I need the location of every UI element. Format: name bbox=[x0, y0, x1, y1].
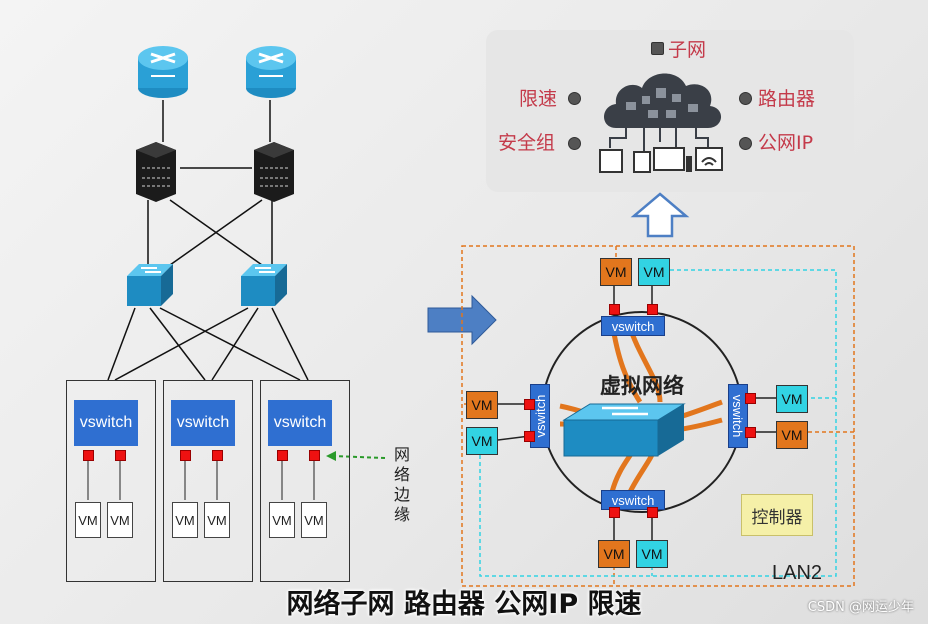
server-vswitch: vswitch bbox=[171, 400, 235, 446]
vm-node: VM bbox=[172, 502, 198, 538]
server-vswitch: vswitch bbox=[74, 400, 138, 446]
server-box bbox=[260, 380, 350, 582]
port bbox=[309, 450, 320, 461]
access-switch-icon bbox=[127, 264, 173, 306]
lan-label: LAN2 bbox=[772, 562, 823, 584]
security-group-icon bbox=[568, 137, 581, 150]
public-ip-label: 公网IP bbox=[758, 132, 814, 154]
access-switch-icon bbox=[241, 264, 287, 306]
vswitch-top: vswitch bbox=[601, 316, 665, 336]
vm-node: VM bbox=[776, 385, 808, 413]
security-group-label: 安全组 bbox=[498, 132, 556, 154]
vm-node: VM bbox=[466, 427, 498, 455]
router-icon bbox=[246, 46, 296, 98]
virtual-network-title: 虚拟网络 bbox=[600, 374, 684, 398]
port bbox=[212, 450, 223, 461]
router-icon bbox=[138, 46, 188, 98]
vm-node: VM bbox=[636, 540, 668, 568]
vswitch-bottom: vswitch bbox=[601, 490, 665, 510]
port bbox=[609, 507, 620, 518]
vm-node: VM bbox=[301, 502, 327, 538]
router-service-icon bbox=[739, 92, 752, 105]
port bbox=[277, 450, 288, 461]
vm-node: VM bbox=[75, 502, 101, 538]
port bbox=[180, 450, 191, 461]
port bbox=[524, 399, 535, 410]
watermark: CSDN @网运少年 bbox=[807, 600, 914, 615]
port bbox=[609, 304, 620, 315]
port bbox=[115, 450, 126, 461]
subnet-icon bbox=[651, 42, 664, 55]
vm-node: VM bbox=[107, 502, 133, 538]
controller-box: 控制器 bbox=[741, 494, 813, 536]
vm-node: VM bbox=[600, 258, 632, 286]
network-edge-label: 网络边缘 bbox=[391, 446, 410, 526]
port bbox=[745, 393, 756, 404]
cloud-icon bbox=[599, 73, 723, 173]
virtual-switch-icon bbox=[562, 403, 686, 457]
vm-node: VM bbox=[204, 502, 230, 538]
vm-node: VM bbox=[598, 540, 630, 568]
port bbox=[83, 450, 94, 461]
vm-node: VM bbox=[466, 391, 498, 419]
core-switch-icon bbox=[136, 142, 176, 202]
vm-node: VM bbox=[269, 502, 295, 538]
server-vswitch: vswitch bbox=[268, 400, 332, 446]
up-arrow-icon bbox=[630, 192, 690, 238]
router-label: 路由器 bbox=[758, 88, 816, 110]
port bbox=[647, 507, 658, 518]
server-box bbox=[66, 380, 156, 582]
vm-node: VM bbox=[638, 258, 670, 286]
port bbox=[745, 427, 756, 438]
core-switch-icon bbox=[254, 142, 294, 202]
subnet-label: 子网 bbox=[668, 39, 707, 61]
public-ip-icon bbox=[739, 137, 752, 150]
video-subtitle: 网络子网 路由器 公网IP 限速 bbox=[286, 589, 642, 620]
vm-node: VM bbox=[776, 421, 808, 449]
rate-limit-label: 限速 bbox=[519, 88, 558, 110]
server-box bbox=[163, 380, 253, 582]
rate-limit-icon bbox=[568, 92, 581, 105]
port bbox=[524, 431, 535, 442]
port bbox=[647, 304, 658, 315]
